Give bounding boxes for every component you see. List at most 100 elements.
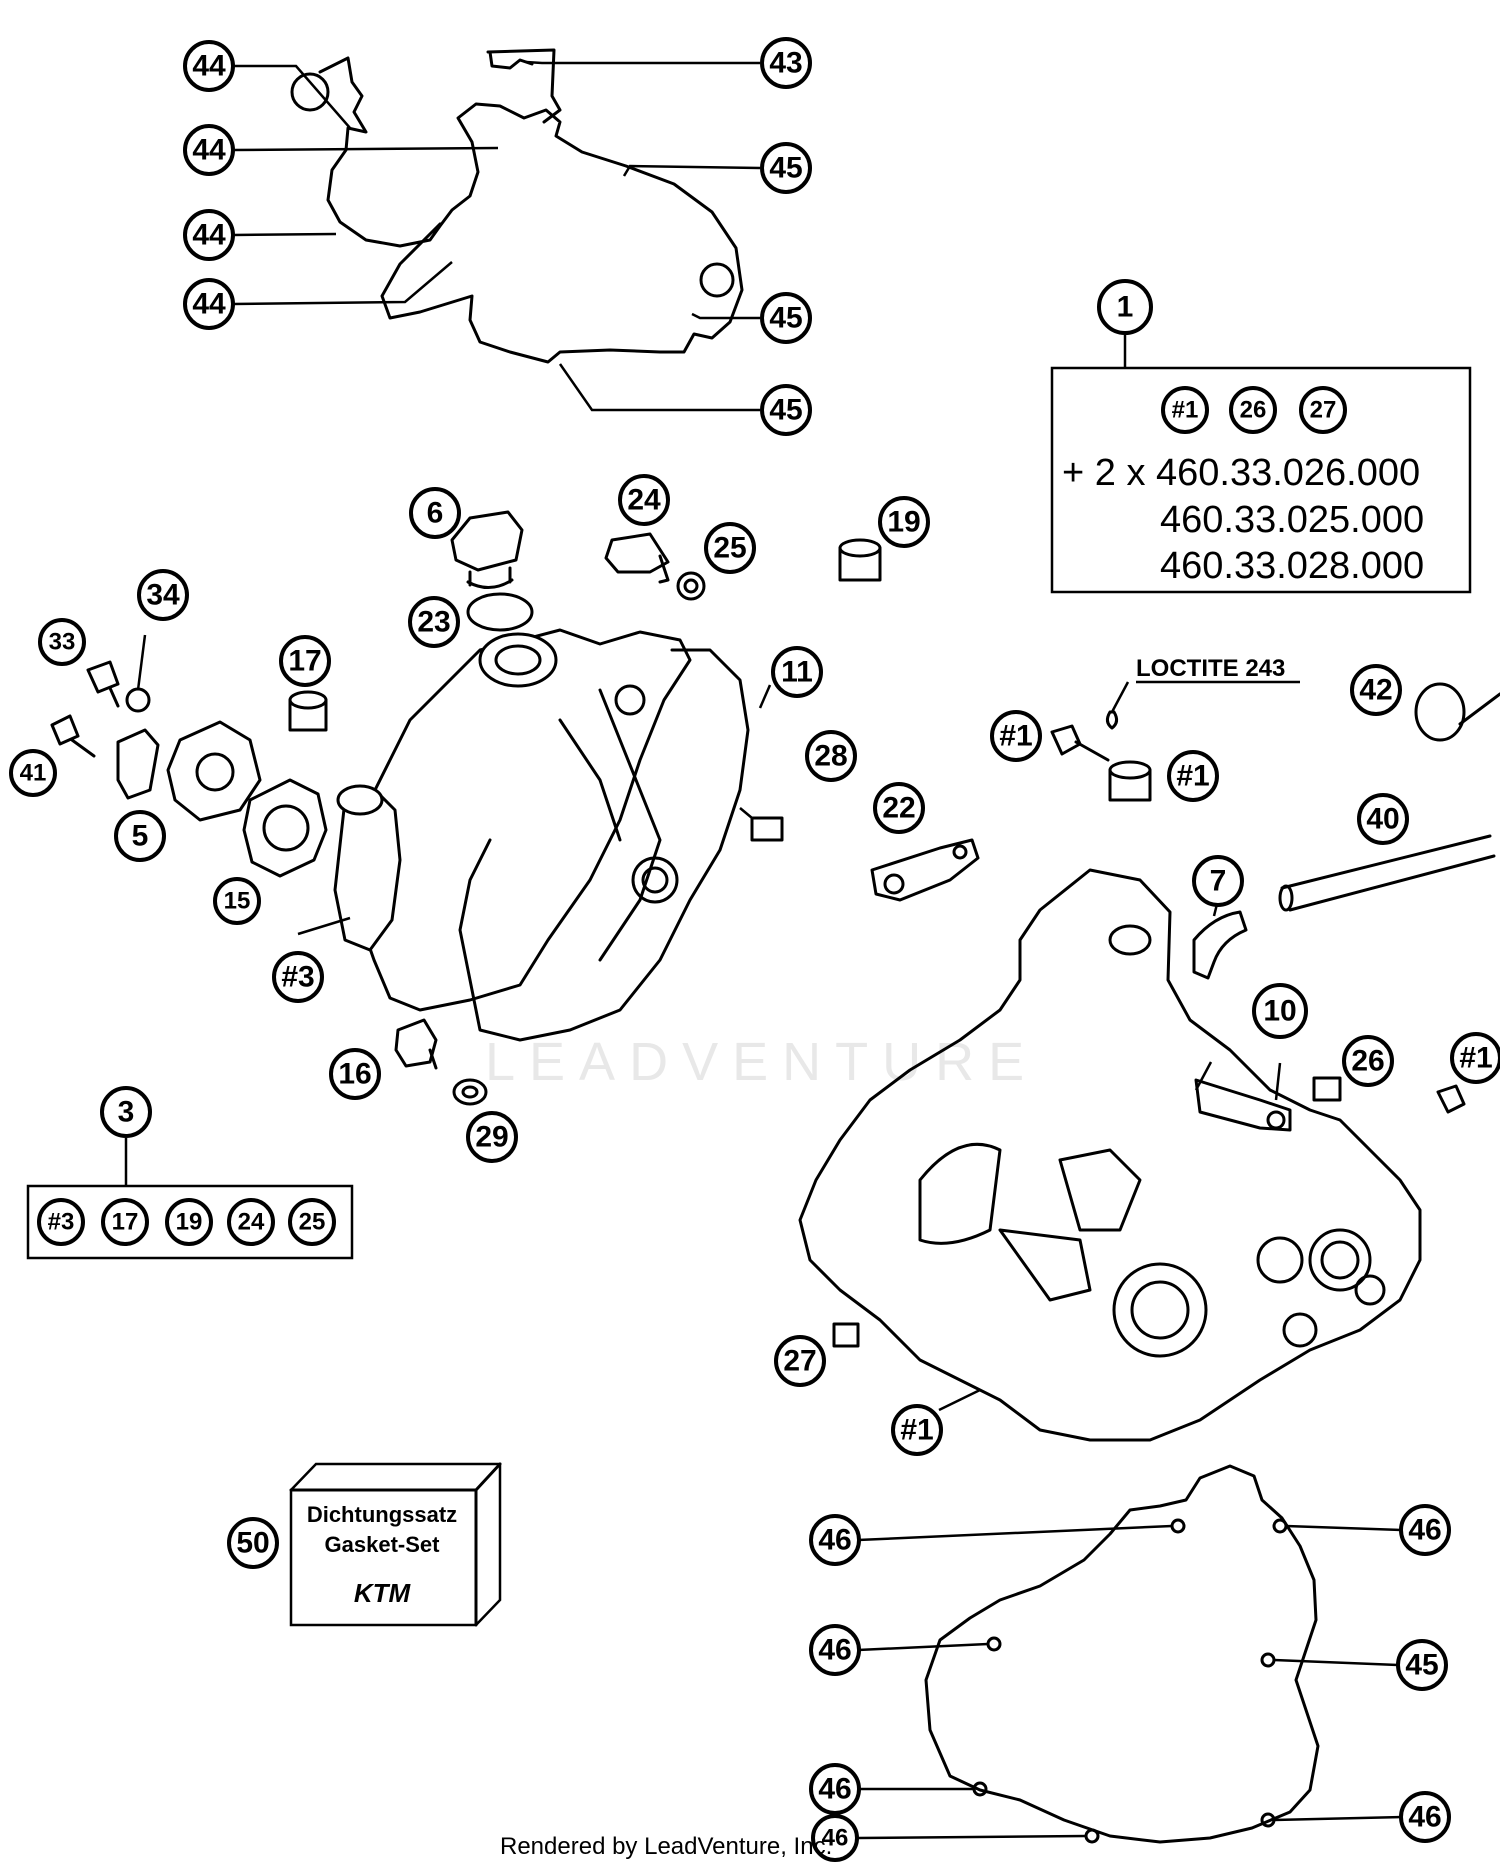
footer-credit: Rendered by LeadVenture, Inc.: [500, 1833, 833, 1860]
callout-label: 46: [818, 1634, 851, 1667]
callout-c1pa: #1: [990, 710, 1042, 762]
callout-circle: [183, 278, 235, 330]
callout-c27: 27: [774, 1335, 826, 1387]
callout-circle: [183, 209, 235, 261]
callout-label: 42: [1359, 674, 1392, 707]
callout-label: 46: [818, 1524, 851, 1557]
callout-circle: [760, 37, 812, 89]
clutch-cover-assembly: [50, 510, 980, 1106]
callout-c6: 6: [409, 487, 461, 539]
callout-c5: 5: [114, 810, 166, 862]
callout-label: 43: [769, 47, 802, 80]
callout-circle: [1396, 1639, 1448, 1691]
callout-label: #1: [1176, 760, 1209, 793]
callout-circle: [811, 1814, 859, 1862]
callout-label: 28: [814, 740, 847, 773]
kit-1-line-2: 460.33.025.000: [1160, 499, 1424, 541]
callout-label: 16: [338, 1058, 371, 1091]
callout-label: 3: [118, 1096, 135, 1129]
callout-circle: [1252, 983, 1308, 1039]
callout-c3p: #3: [272, 951, 324, 1003]
gasket-set-box: Dichtungssatz Gasket-Set KTM: [289, 1462, 502, 1627]
bottom-gasket-outline: [924, 1464, 1320, 1844]
callout-circle: [272, 951, 324, 1003]
kit-1-line-1: + 2 x 460.33.026.000: [1062, 452, 1420, 494]
callout-label: 46: [1408, 1514, 1441, 1547]
callout-label: 45: [769, 302, 802, 335]
crankcase-assembly: LOCTITE 243: [798, 655, 1500, 1442]
callout-c46b: 46: [1399, 1504, 1451, 1556]
callout-c3: 3: [100, 1086, 152, 1138]
callout-label: 19: [887, 506, 920, 539]
kit-1-member-2: 26: [1240, 397, 1267, 424]
callout-circle: [771, 646, 823, 698]
callout-circle: [873, 782, 925, 834]
kit-1-members: #1 26 27: [1161, 386, 1347, 434]
callout-circle: [1167, 750, 1219, 802]
callout-label: 50: [236, 1527, 269, 1560]
kit-3-member-5: 25: [299, 1209, 326, 1236]
callout-c19: 19: [878, 496, 930, 548]
callout-label: 46: [818, 1773, 851, 1806]
callout-c29: 29: [466, 1111, 518, 1163]
callout-circle: [114, 810, 166, 862]
callout-circle: [809, 1763, 861, 1815]
kit-3-members: #3 17 19 24 25: [37, 1198, 336, 1246]
callout-label: 45: [1405, 1649, 1438, 1682]
callout-label: 34: [146, 579, 180, 612]
callout-circle: [1342, 1035, 1394, 1087]
callout-circle: [878, 496, 930, 548]
callout-label: 40: [1366, 803, 1399, 836]
callout-c26: 26: [1342, 1035, 1394, 1087]
callout-circle: [329, 1048, 381, 1100]
callout-circle: [279, 635, 331, 687]
callout-c46d: 46: [809, 1763, 861, 1815]
callout-c1pb: #1: [1167, 750, 1219, 802]
gasket-set-line-1: Dichtungssatz: [307, 1502, 457, 1527]
callout-circle: [1450, 1032, 1500, 1084]
callout-circle: [760, 384, 812, 436]
callout-label: 46: [1408, 1801, 1441, 1834]
callout-c43: 43: [760, 37, 812, 89]
callout-c11: 11: [771, 646, 823, 698]
kit-1-line-3: 460.33.028.000: [1160, 545, 1424, 587]
callout-circle: [227, 1517, 279, 1569]
callout-label: 46: [822, 1825, 849, 1852]
callout-label: 5: [132, 820, 149, 853]
callout-c23: 23: [408, 596, 460, 648]
callout-circle: [1097, 279, 1153, 335]
callout-c44b: 44: [183, 124, 235, 176]
callout-c25: 25: [704, 522, 756, 574]
callout-circle: [809, 1514, 861, 1566]
top-gasket-leaders: [232, 60, 761, 412]
callout-label: #1: [1459, 1042, 1492, 1075]
callout-c46c: 46: [809, 1624, 861, 1676]
callout-c10: 10: [1252, 983, 1308, 1039]
callout-c45a: 45: [760, 142, 812, 194]
callout-circle: [618, 474, 670, 526]
callout-c40: 40: [1357, 793, 1409, 845]
callout-label: 29: [475, 1121, 508, 1154]
callout-c17: 17: [279, 635, 331, 687]
callout-circle: [213, 877, 261, 925]
callout-label: 23: [417, 606, 450, 639]
callout-circle: [1399, 1791, 1451, 1843]
callout-c33: 33: [38, 618, 86, 666]
callout-circle: [704, 522, 756, 574]
callout-c45c: 45: [760, 384, 812, 436]
callout-circle: [809, 1624, 861, 1676]
callout-label: 15: [224, 888, 251, 915]
callout-label: #1: [900, 1414, 933, 1447]
callout-c22: 22: [873, 782, 925, 834]
callout-c28: 28: [805, 730, 857, 782]
callout-label: 1: [1117, 291, 1134, 324]
callout-c46a: 46: [809, 1514, 861, 1566]
callout-label: 45: [769, 394, 802, 427]
callout-circle: [990, 710, 1042, 762]
callout-c34: 34: [137, 569, 189, 621]
callout-circle: [466, 1111, 518, 1163]
callout-c46e: 46: [1399, 1791, 1451, 1843]
bottom-gasket-leaders: [857, 1524, 1403, 1840]
gasket-set-brand: KTM: [354, 1578, 412, 1608]
